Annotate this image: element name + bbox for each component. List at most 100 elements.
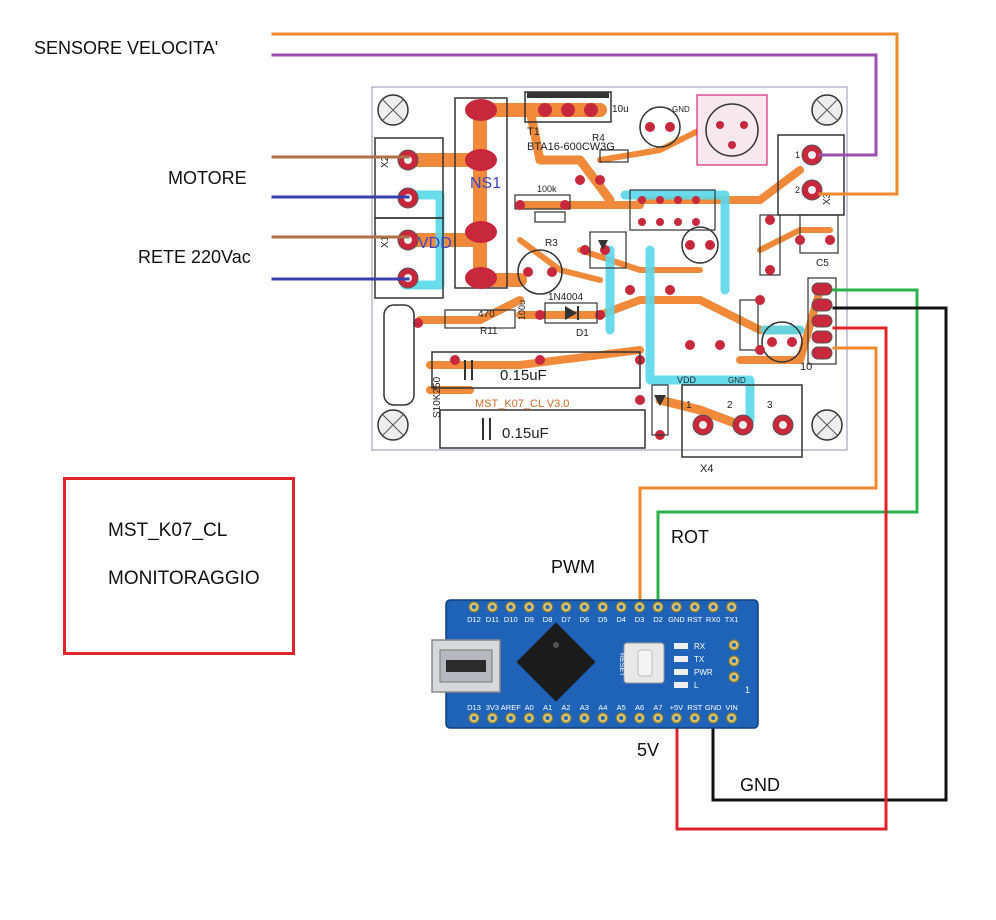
title-line-1: MST_K07_CL bbox=[108, 520, 228, 541]
nano-led-rx: RX bbox=[694, 642, 706, 651]
triac-t1 bbox=[524, 91, 612, 123]
nano-pin-hole-center bbox=[582, 605, 587, 609]
silk-film-cap-bottom: 0.15uF bbox=[502, 425, 549, 442]
silk-x2: X2 bbox=[380, 155, 391, 168]
nano-pin-hole-center bbox=[545, 605, 550, 609]
nano-pin-label-bottom: A6 bbox=[635, 703, 644, 712]
wire-5v-red bbox=[675, 326, 888, 831]
silk-triac: BTA16-600CW3G bbox=[527, 141, 615, 153]
nano-pin-hole-center bbox=[619, 605, 624, 609]
nano-pin-hole-center bbox=[637, 716, 642, 720]
nano-pin-label-top: GND bbox=[668, 615, 685, 624]
pcb-board: T1 BTA16-600CW3G R4 10u X2 X1 X3 X4 NS1 … bbox=[371, 86, 848, 475]
nano-pin-hole-center bbox=[656, 605, 660, 609]
nano-pin-hole-center bbox=[490, 716, 495, 720]
film-capacitor-top bbox=[431, 351, 641, 389]
nano-pin-hole-center bbox=[711, 605, 716, 609]
nano-pin-hole-center bbox=[545, 716, 550, 720]
nano-pin-label-bottom: RST bbox=[687, 703, 702, 712]
silk-10: 10 bbox=[800, 361, 812, 373]
nano-pin-hole-center bbox=[472, 605, 476, 609]
nano-pin-hole-center bbox=[692, 605, 697, 609]
nano-pin-one-marker: 1 bbox=[745, 685, 750, 695]
nano-pin-label-bottom: +5V bbox=[670, 703, 684, 712]
silk-d1: D1 bbox=[576, 328, 589, 339]
silk-vdd-small: VDD bbox=[677, 375, 697, 385]
nano-pin-label-top: RST bbox=[687, 615, 702, 624]
nano-pin-hole-center bbox=[656, 716, 660, 720]
silkscreen-labels: T1 BTA16-600CW3G R4 10u X2 X1 X3 X4 NS1 … bbox=[380, 104, 833, 475]
nano-pin-label-top: D4 bbox=[616, 615, 626, 624]
nano-pin-label-bottom: A3 bbox=[580, 703, 589, 712]
silk-470: 470 bbox=[478, 309, 495, 320]
resistor-row bbox=[444, 149, 839, 351]
nano-pin-hole-center bbox=[472, 716, 476, 720]
wire-rot-green bbox=[656, 288, 919, 612]
silk-ns1: NS1 bbox=[470, 175, 501, 192]
nano-pin-hole-center bbox=[527, 716, 532, 720]
silk-r3: R3 bbox=[545, 238, 558, 249]
silk-x3: X3 bbox=[822, 192, 833, 205]
wire-labels: SENSORE VELOCITA' MOTORE RETE 220Vac PWM… bbox=[34, 38, 780, 795]
nano-pin-label-bottom: AREF bbox=[501, 703, 521, 712]
nano-pin-label-bottom: A2 bbox=[561, 703, 570, 712]
nano-pin-hole-center bbox=[564, 605, 568, 609]
nano-pin-hole-center bbox=[564, 716, 568, 720]
nano-pin-label-bottom: GND bbox=[705, 703, 722, 712]
silk-film-cap-top: 0.15uF bbox=[500, 367, 547, 384]
microcontroller-chip bbox=[516, 622, 596, 702]
silk-x1: X1 bbox=[380, 235, 391, 248]
silk-varistor: S10K250 bbox=[432, 376, 443, 418]
silk-gnd-small: GND bbox=[728, 376, 746, 385]
diode-bridge bbox=[589, 231, 627, 269]
nano-pin-label-top: D2 bbox=[653, 615, 663, 624]
nano-pin-label-top: TX1 bbox=[725, 615, 739, 624]
nano-led-pwr: PWR bbox=[694, 668, 713, 677]
terminal-block-x4 bbox=[681, 384, 803, 458]
nano-pin-hole-center bbox=[637, 605, 642, 609]
label-mains: RETE 220Vac bbox=[138, 247, 251, 267]
silk-board-name: MST_K07_CL V3.0 bbox=[475, 398, 569, 410]
diode-d2 bbox=[651, 384, 669, 436]
nano-pin-hole-center bbox=[732, 675, 736, 679]
nano-pin-hole-center bbox=[619, 716, 624, 720]
nano-pin-label-bottom: A1 bbox=[543, 703, 552, 712]
mounting-hole bbox=[811, 94, 843, 126]
silk-r4: R4 bbox=[592, 133, 605, 144]
capacitor-c2 bbox=[681, 226, 719, 264]
nano-pin-label-top: D11 bbox=[486, 615, 499, 624]
nano-pin-hole-center bbox=[508, 716, 513, 720]
diode-d1 bbox=[544, 302, 598, 324]
silk-c5: C5 bbox=[816, 258, 829, 269]
silk-100u: 100u bbox=[517, 300, 527, 320]
nano-pin-label-bottom: A7 bbox=[653, 703, 662, 712]
silk-pin3: 3 bbox=[767, 400, 773, 411]
silk-t1: T1 bbox=[527, 126, 540, 138]
wire-gnd-black bbox=[711, 306, 948, 802]
nano-pin-hole-center bbox=[582, 716, 587, 720]
silk-r11: R11 bbox=[480, 326, 498, 337]
label-pwm: PWM bbox=[551, 557, 595, 577]
label-gnd: GND bbox=[740, 775, 780, 795]
nano-pin-hole-center bbox=[508, 605, 513, 609]
external-wires bbox=[271, 32, 948, 831]
label-speed-sensor: SENSORE VELOCITA' bbox=[34, 38, 218, 58]
silk-pin1: 1 bbox=[686, 400, 692, 411]
nano-reset-label: RESET bbox=[618, 653, 625, 677]
nano-led-l: L bbox=[694, 681, 699, 690]
silk-pin2: 2 bbox=[727, 400, 733, 411]
vdd-traces bbox=[400, 190, 805, 425]
varistor bbox=[383, 304, 415, 406]
mounting-hole bbox=[377, 94, 409, 126]
nano-pin-hole-center bbox=[674, 605, 679, 609]
reset-button[interactable] bbox=[623, 642, 665, 684]
nano-pin-label-bottom: VIN bbox=[725, 703, 738, 712]
nano-pin-hole-center bbox=[729, 716, 734, 720]
silk-x3-pin1: 1 bbox=[795, 150, 800, 160]
nano-pin-hole-center bbox=[692, 716, 697, 720]
nano-pin-hole-center bbox=[490, 605, 495, 609]
nano-pin-label-top: D3 bbox=[635, 615, 645, 624]
